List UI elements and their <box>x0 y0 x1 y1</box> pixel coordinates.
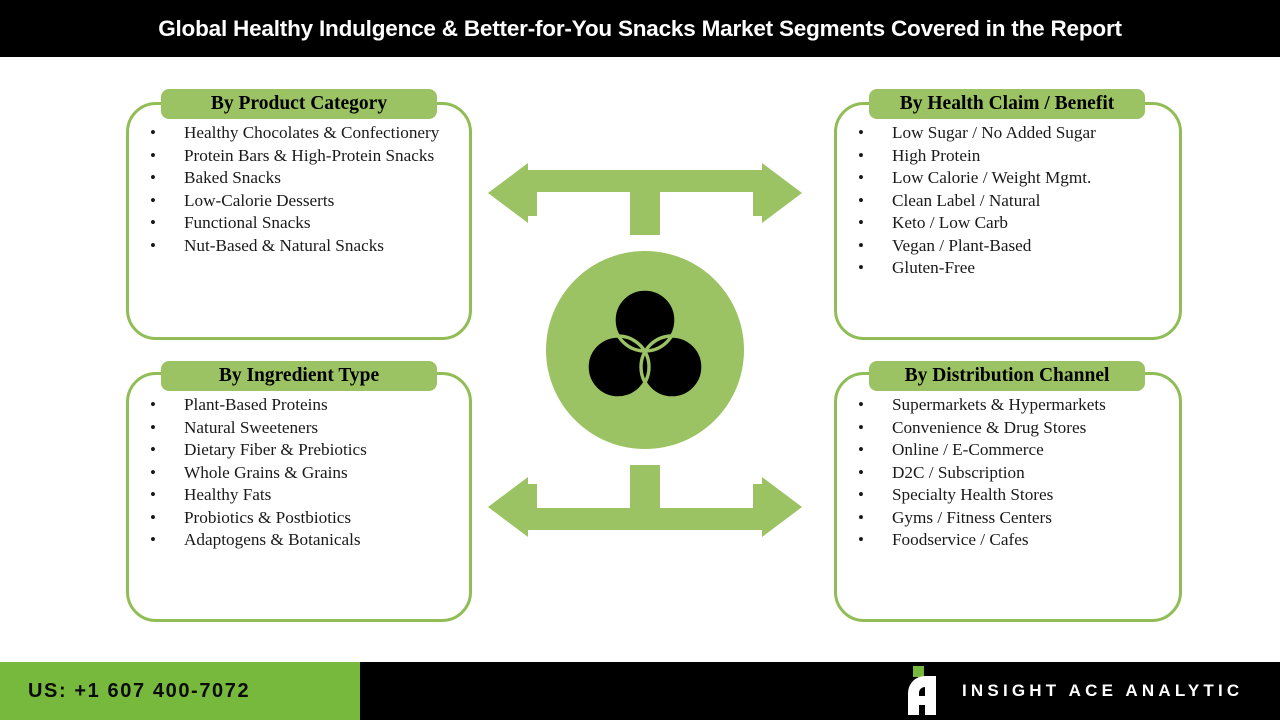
list-item: Low-Calorie Desserts <box>145 190 460 213</box>
list-item: Keto / Low Carb <box>853 212 1173 235</box>
segment-list-health-claim-benefit: Low Sugar / No Added Sugar High Protein … <box>853 122 1173 280</box>
center-diagram <box>480 160 810 540</box>
list-item: Vegan / Plant-Based <box>853 235 1173 258</box>
list-item: Plant-Based Proteins <box>145 394 460 417</box>
footer-brand-name: INSIGHT ACE ANALYTIC <box>962 681 1244 700</box>
logo-green-square <box>913 666 924 677</box>
segment-card-title-ingredient-type: By Ingredient Type <box>161 361 437 391</box>
list-item: Natural Sweeteners <box>145 417 460 440</box>
segment-card-title-product-category: By Product Category <box>161 89 437 119</box>
list-item: Nut-Based & Natural Snacks <box>145 235 460 258</box>
list-item: Gyms / Fitness Centers <box>853 507 1173 530</box>
list-item: Supermarkets & Hypermarkets <box>853 394 1173 417</box>
list-item: Adaptogens & Botanicals <box>145 529 460 552</box>
list-item: Low Calorie / Weight Mgmt. <box>853 167 1173 190</box>
list-item: Gluten-Free <box>853 257 1173 280</box>
list-item: Healthy Fats <box>145 484 460 507</box>
list-item: Baked Snacks <box>145 167 460 190</box>
venn-diagram-icon <box>585 287 705 400</box>
list-item: High Protein <box>853 145 1173 168</box>
list-item: Specialty Health Stores <box>853 484 1173 507</box>
list-item: Dietary Fiber & Prebiotics <box>145 439 460 462</box>
list-item: Online / E-Commerce <box>853 439 1173 462</box>
segment-card-title-distribution-channel: By Distribution Channel <box>869 361 1145 391</box>
list-item: Functional Snacks <box>145 212 460 235</box>
footer-phone-banner <box>0 662 360 720</box>
list-item: Clean Label / Natural <box>853 190 1173 213</box>
list-item: Convenience & Drug Stores <box>853 417 1173 440</box>
list-item: Healthy Chocolates & Confectionery <box>145 122 460 145</box>
segment-list-ingredient-type: Plant-Based Proteins Natural Sweeteners … <box>145 394 460 552</box>
segment-card-title-health-claim-benefit: By Health Claim / Benefit <box>869 89 1145 119</box>
header-bar <box>0 0 1280 57</box>
list-item: Protein Bars & High-Protein Snacks <box>145 145 460 168</box>
insightace-a-logo-icon <box>900 666 952 716</box>
segment-list-distribution-channel: Supermarkets & Hypermarkets Convenience … <box>853 394 1173 552</box>
list-item: Low Sugar / No Added Sugar <box>853 122 1173 145</box>
list-item: Probiotics & Postbiotics <box>145 507 460 530</box>
list-item: Whole Grains & Grains <box>145 462 460 485</box>
segment-list-product-category: Healthy Chocolates & Confectionery Prote… <box>145 122 460 257</box>
list-item: D2C / Subscription <box>853 462 1173 485</box>
page-title: Global Healthy Indulgence & Better-for-Y… <box>158 15 1122 41</box>
list-item: Foodservice / Cafes <box>853 529 1173 552</box>
double-arrow-down-icon <box>488 465 802 537</box>
footer-phone-number[interactable]: US: +1 607 400-7072 <box>28 679 251 702</box>
double-arrow-up-icon <box>488 163 802 235</box>
